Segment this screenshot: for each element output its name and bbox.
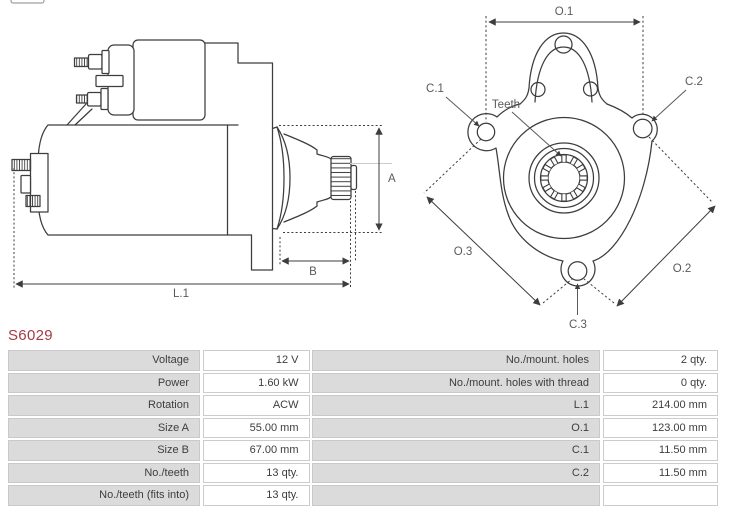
side-view-drawing: A B L.1 [10,0,396,300]
dim-b-label: B [309,266,317,278]
spec-label-cell: No./mount. holes with thread [312,372,600,393]
spec-value-cell: ACW [202,395,310,416]
spec-value-cell: 123.00 mm [602,417,718,438]
spec-value-cell: 0 qty. [602,372,718,393]
spec-label-cell: No./teeth [8,462,200,483]
dimension-l1 [13,168,350,288]
dim-l1-label: L.1 [173,288,189,300]
drive-flange [271,126,291,230]
dim-o1-label: O.1 [555,6,574,18]
table-row: Voltage 12 V No./mount. holes 2 qty. [8,350,718,371]
dimension-o2 [583,136,716,307]
spec-value-cell: 13 qty. [202,462,310,483]
gear-teeth [540,154,588,202]
dim-a-label: A [388,173,396,185]
dimension-o1 [485,16,644,122]
spec-value-cell: 1.60 kW [202,372,310,393]
screen-artifact [10,0,45,4]
bell-right-hole [582,81,599,97]
front-view-drawing: O.1 O.3 O.2 C.1 C.2 C.3 Teeth [423,6,716,331]
motor-body [37,124,253,236]
spec-value-cell: 67.00 mm [202,440,310,461]
table-row: Size A 55.00 mm O.1 123.00 mm [8,417,718,438]
spec-value-cell: 2 qty. [602,350,718,371]
terminal-stud [75,94,89,104]
c2-label: C.2 [685,76,703,88]
c2-leader [651,89,687,122]
spec-label-cell: No./teeth (fits into) [8,485,200,506]
spec-label-cell: Size A [8,417,200,438]
dimension-o3 [423,138,573,306]
dimension-b [279,191,356,287]
dim-o3-label: O.3 [454,246,473,258]
bell-left-hole [530,81,546,98]
spec-label-cell: Power [8,372,200,393]
table-row: Power 1.60 kW No./mount. holes with thre… [8,372,718,393]
dim-o2-label: O.2 [673,263,692,275]
spec-label-cell: Voltage [8,350,200,371]
spec-value-cell: 13 qty. [202,485,310,506]
mounting-hole-c1 [476,122,496,142]
spec-value-cell [602,485,718,506]
spec-label-cell: C.1 [312,440,600,461]
table-row: Size B 67.00 mm C.1 11.50 mm [8,440,718,461]
spec-label-cell [312,485,600,506]
spec-value-cell: 11.50 mm [602,440,718,461]
spec-value-cell: 11.50 mm [602,462,718,483]
pinion-gear [330,155,358,201]
mounting-bracket [204,42,274,271]
terminal-stud [11,158,32,172]
c1-leader [445,96,480,127]
rear-terminals [11,152,49,213]
spec-value-cell: 214.00 mm [602,395,718,416]
spec-label-cell: No./mount. holes [312,350,600,371]
mounting-hole-c3 [567,261,588,281]
spec-label-cell: Rotation [8,395,200,416]
teeth-leader [511,111,562,157]
dimension-a [279,125,383,233]
spec-label-cell: C.2 [312,462,600,483]
terminal-stud [73,57,90,68]
solenoid-bell [519,32,608,105]
spec-label-cell: L.1 [312,395,600,416]
spec-label-cell: O.1 [312,417,600,438]
spec-value-cell: 12 V [202,350,310,371]
mounting-hole-c2 [632,118,653,139]
spec-label-cell: Size B [8,440,200,461]
table-row: Rotation ACW L.1 214.00 mm [8,395,718,416]
teeth-label: Teeth [492,99,520,111]
flange-outline [467,103,658,287]
nose-cone [283,133,332,223]
c3-label: C.3 [569,319,587,331]
terminal-stud [25,194,41,208]
part-number: S6029 [8,327,53,344]
spec-value-cell: 55.00 mm [202,417,310,438]
face-rings [502,116,626,240]
solenoid [66,39,206,126]
bell-top-hole [554,35,573,54]
c1-label: C.1 [426,83,444,95]
spec-table: Voltage 12 V No./mount. holes 2 qty. Pow… [8,350,718,508]
table-row: No./teeth (fits into) 13 qty. [8,485,718,506]
table-row: No./teeth 13 qty. C.2 11.50 mm [8,462,718,483]
